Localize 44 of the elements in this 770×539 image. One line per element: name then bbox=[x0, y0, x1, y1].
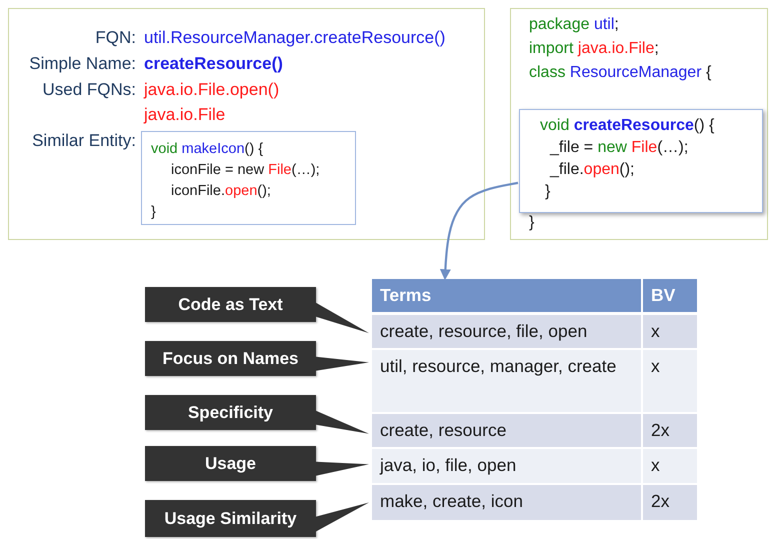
field-label: Similar Entity: bbox=[31, 130, 136, 152]
curved-arrow bbox=[440, 182, 518, 280]
table-cell: create, resource, file, open bbox=[372, 315, 641, 348]
code-box bbox=[141, 131, 356, 225]
callout-pointer bbox=[316, 356, 369, 371]
code-line: } bbox=[529, 213, 534, 233]
table-cell: x bbox=[643, 350, 697, 412]
field-value: java.io.File.open() bbox=[144, 79, 280, 101]
code-line: } bbox=[151, 203, 156, 222]
callout-pointer bbox=[316, 502, 369, 532]
code-line: } bbox=[545, 182, 550, 202]
field-value: createResource() bbox=[144, 53, 283, 75]
code-line: void makeIcon() { bbox=[151, 140, 264, 159]
table-cell: java, io, file, open bbox=[372, 449, 641, 483]
table-header-cell: Terms bbox=[372, 279, 641, 312]
code-line: iconFile = new File(…); bbox=[171, 161, 320, 180]
code-line: import java.io.File; bbox=[529, 39, 659, 59]
field-value: util.ResourceManager.createResource() bbox=[144, 27, 446, 49]
code-line: _file.open(); bbox=[550, 160, 634, 180]
field-label: Simple Name: bbox=[28, 53, 136, 75]
table-cell: util, resource, manager, create bbox=[372, 350, 641, 412]
table-cell: x bbox=[643, 449, 697, 483]
table-cell: create, resource bbox=[372, 414, 641, 447]
callout: Usage bbox=[145, 446, 316, 481]
info-panel bbox=[8, 8, 485, 240]
table-cell: x bbox=[643, 315, 697, 348]
code-panel bbox=[510, 8, 768, 240]
code-line: _file = new File(…); bbox=[550, 138, 688, 158]
callout-pointer bbox=[316, 302, 369, 334]
field-label: Used FQNs: bbox=[41, 79, 136, 101]
field-value: java.io.File bbox=[144, 104, 226, 126]
table-cell: 2x bbox=[643, 485, 697, 520]
callout: Focus on Names bbox=[145, 341, 316, 376]
field-label: FQN: bbox=[94, 27, 136, 49]
callout-pointer bbox=[316, 462, 369, 476]
code-line: package util; bbox=[529, 15, 619, 35]
code-line: iconFile.open(); bbox=[171, 182, 271, 201]
code-line: class ResourceManager { bbox=[529, 63, 712, 83]
table-cell: 2x bbox=[643, 414, 697, 447]
code-line: void createResource() { bbox=[540, 116, 714, 136]
callout-pointer bbox=[316, 410, 369, 434]
table-header-cell: BV bbox=[643, 279, 697, 312]
code-box bbox=[519, 109, 763, 213]
table-cell: make, create, icon bbox=[372, 485, 641, 520]
